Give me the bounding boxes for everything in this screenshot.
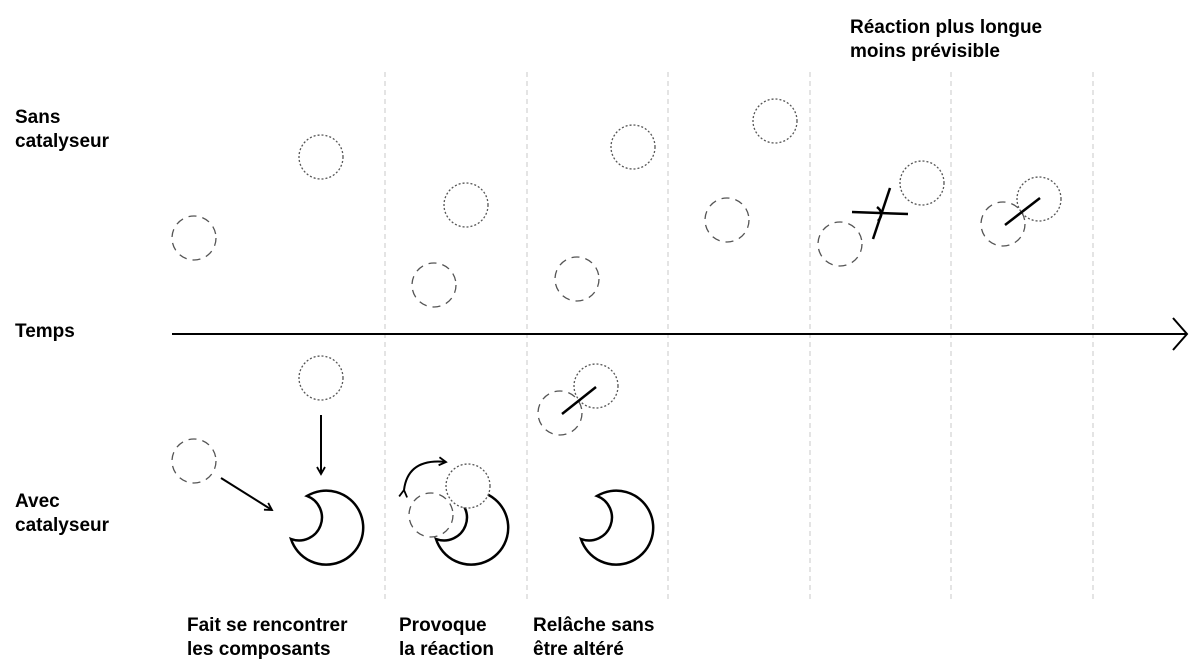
catalyzed-molecules bbox=[171, 355, 344, 484]
label-with-catalyst: Avec catalyseur bbox=[15, 491, 110, 536]
molecule-b bbox=[445, 463, 491, 509]
failed-bond-cross bbox=[851, 187, 909, 240]
molecule-a bbox=[171, 215, 217, 261]
time-axis-arrow bbox=[172, 317, 1189, 351]
molecule-a bbox=[408, 492, 454, 538]
label-time-axis: Temps bbox=[15, 321, 75, 342]
catalyst-enzyme bbox=[434, 489, 510, 566]
molecule-b bbox=[610, 124, 656, 170]
molecule-a bbox=[980, 201, 1026, 247]
molecule-a bbox=[704, 197, 750, 243]
molecule-a bbox=[411, 262, 457, 308]
molecule-a bbox=[171, 438, 217, 484]
bond-line bbox=[1004, 197, 1041, 226]
molecule-b bbox=[443, 182, 489, 228]
molecule-b bbox=[1016, 176, 1062, 222]
arrow-to-catalyst bbox=[220, 477, 274, 511]
molecule-b bbox=[573, 363, 619, 409]
bond-line bbox=[561, 386, 597, 415]
caption-step-3: Relâche sans être altéré bbox=[533, 615, 655, 660]
step-separators bbox=[384, 72, 1094, 600]
molecule-b bbox=[899, 160, 945, 206]
time-axis-arrowhead bbox=[1172, 317, 1189, 351]
molecule-a bbox=[554, 256, 600, 302]
label-without-catalyst: Sans catalyseur bbox=[15, 107, 110, 152]
label-slow-reaction-note: Réaction plus longue moins prévisible bbox=[850, 17, 1043, 62]
molecule-b bbox=[752, 98, 798, 144]
uncatalyzed-molecules bbox=[171, 98, 1062, 308]
molecule-b bbox=[298, 134, 344, 180]
catalyst-enzyme bbox=[289, 489, 365, 566]
molecule-b bbox=[298, 355, 344, 401]
molecule-a bbox=[817, 221, 863, 267]
rotation-arrow bbox=[398, 456, 448, 498]
caption-step-2: Provoque la réaction bbox=[399, 615, 495, 660]
molecule-a bbox=[537, 390, 583, 436]
caption-step-1: Fait se rencontrer les composants bbox=[187, 615, 348, 660]
catalyst-enzyme bbox=[579, 489, 655, 566]
